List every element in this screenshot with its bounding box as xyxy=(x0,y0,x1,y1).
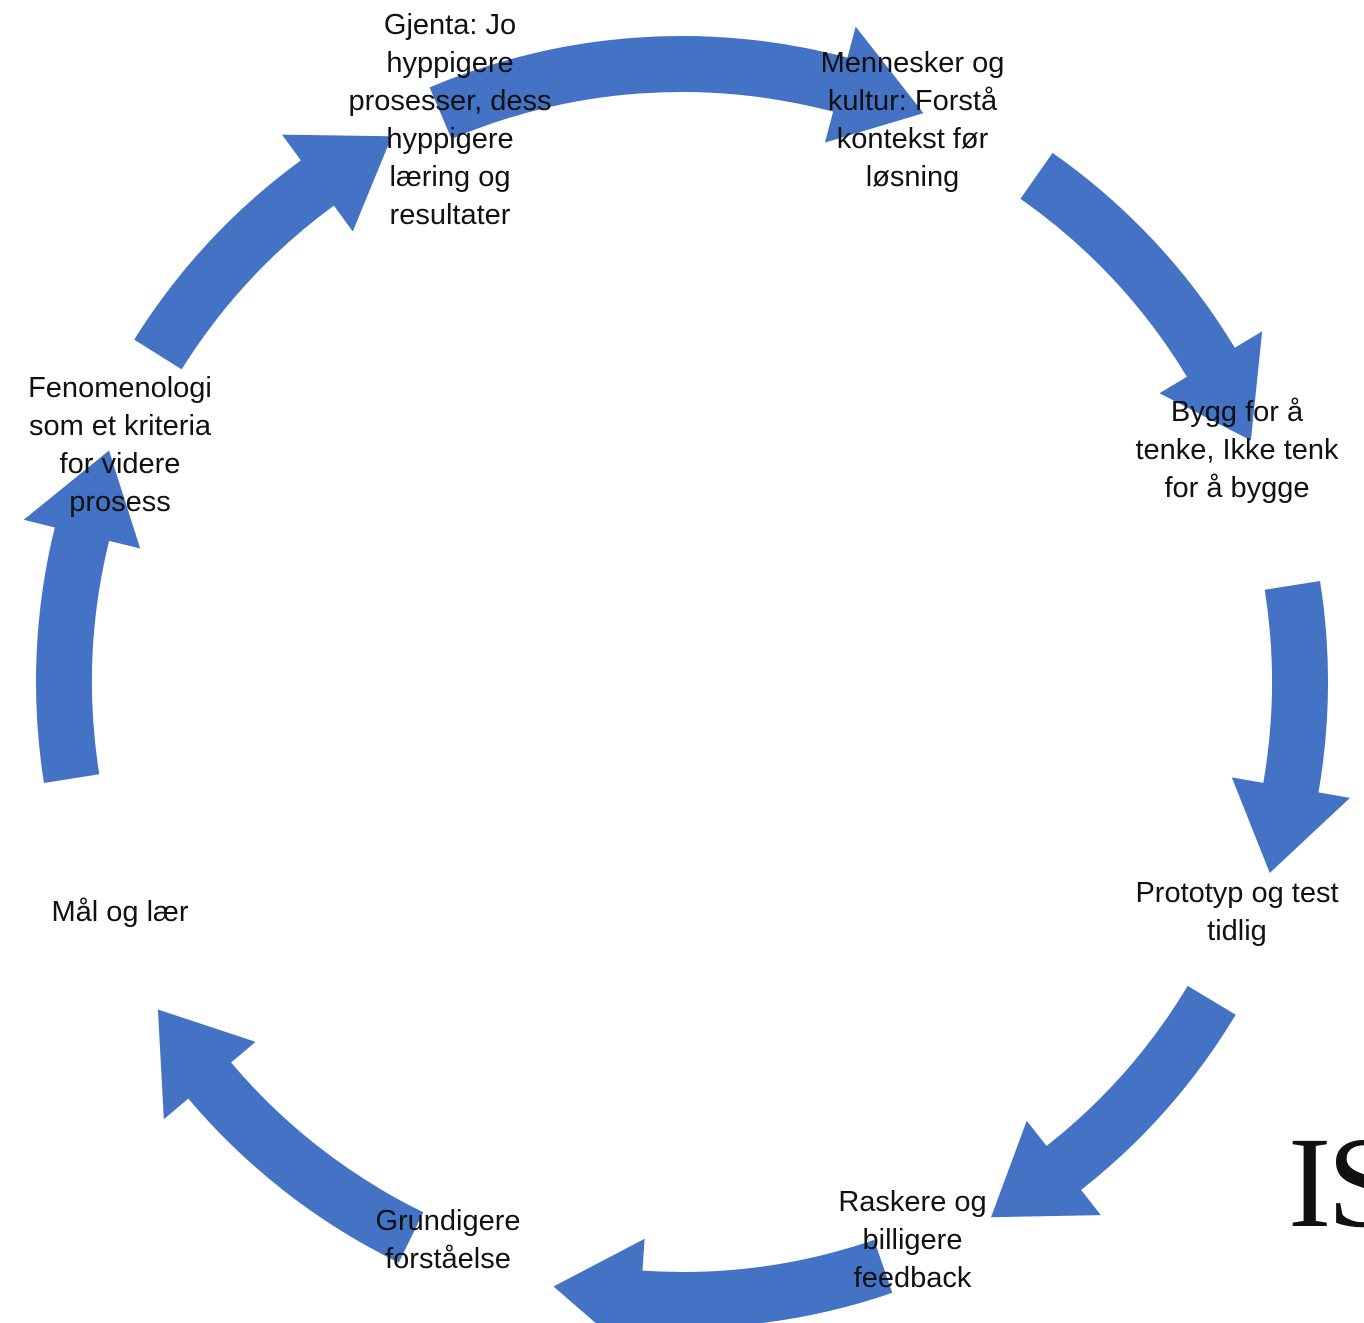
arrow-fenomenologi-to-gjenta xyxy=(134,134,392,370)
step-gjenta: Gjenta: Jo hyppigere prosesser, dess hyp… xyxy=(348,9,552,231)
step-raskere-og-billigere: Raskere og billigere feedback xyxy=(838,1186,987,1294)
arrow-maal-to-fenomenologi xyxy=(23,450,141,784)
university-logo: IS xyxy=(1288,1111,1364,1255)
step-grundigere-forstaaelse: Grundigere forståelse xyxy=(375,1205,521,1275)
step-maal-og-laer: Mål og lær xyxy=(51,896,189,928)
arrow-grundigere-to-maal xyxy=(157,1009,424,1263)
arrow-bygg-to-prototyp xyxy=(1231,580,1351,873)
arrow-raskere-to-grundigere xyxy=(553,1238,893,1323)
step-prototyp-og-test: Prototyp og test tidlig xyxy=(1135,877,1339,947)
step-mennesker-og-kultur: Mennesker og kultur: Forstå kontekst før… xyxy=(820,47,1005,193)
step-fenomenologi: Fenomenologi som et kriteria for videre … xyxy=(28,372,212,518)
arrow-mennesker-to-bygg xyxy=(1020,152,1263,441)
arrow-gjenta-to-mennesker xyxy=(429,26,924,143)
arrow-prototyp-to-raskere xyxy=(991,985,1236,1218)
step-bygg-for-aa-tenke: Bygg for å tenke, Ikke tenk for å bygge xyxy=(1135,396,1339,504)
